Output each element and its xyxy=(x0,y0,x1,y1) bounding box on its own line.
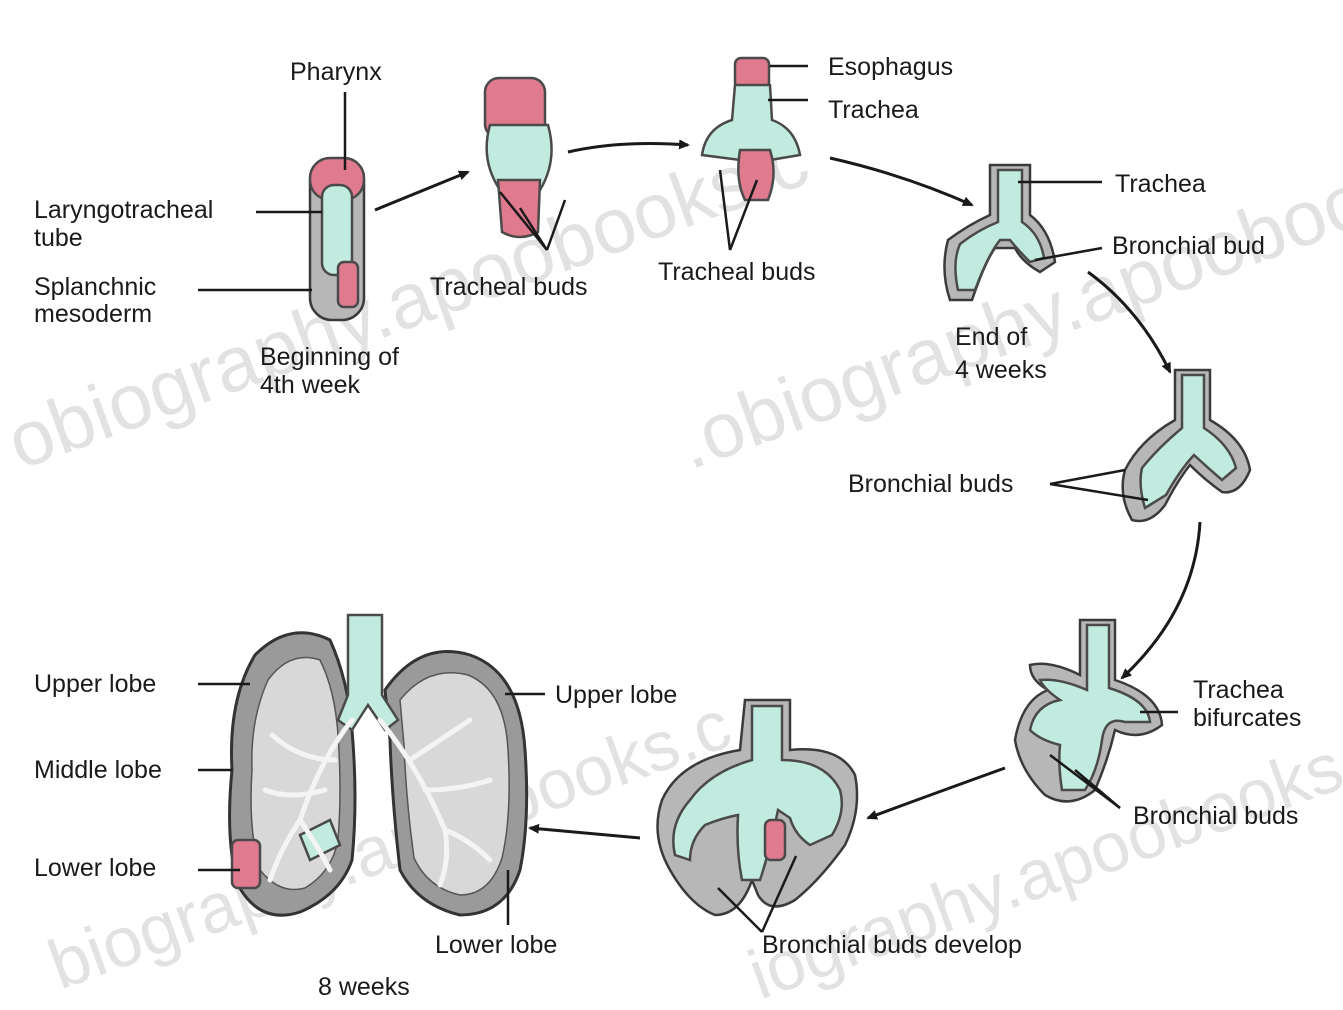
label-trachea-bifurcates: Trachea xyxy=(1193,676,1284,704)
label-splanchnic-mesoderm: mesoderm xyxy=(34,300,152,328)
stage-bronchial-buds xyxy=(1050,370,1250,521)
label-trachea: Trachea xyxy=(828,96,919,124)
label-beginning-4th-week: 4th week xyxy=(260,371,361,399)
arrow-stage5-to-6 xyxy=(1122,522,1200,678)
label-laryngotracheal-tube: Laryngotracheal xyxy=(34,196,213,224)
label-tracheal-buds: Tracheal buds xyxy=(430,273,588,301)
label-upper-lobe: Upper lobe xyxy=(555,681,677,709)
arrow-stage1-to-2 xyxy=(375,172,468,210)
label-lower-lobe: Lower lobe xyxy=(435,931,557,959)
stage-trachea-bifurcates xyxy=(1015,620,1178,808)
arrow-stage3-to-4 xyxy=(830,158,972,205)
label-laryngotracheal-tube: tube xyxy=(34,224,83,252)
label-splanchnic-mesoderm: Splanchnic xyxy=(34,273,156,301)
label-trachea: Trachea xyxy=(1115,170,1206,198)
stage-beginning-4th-week xyxy=(198,92,364,320)
label-bronchial-buds: Bronchial buds xyxy=(1133,802,1298,830)
label-end-of-4-weeks: End of xyxy=(955,323,1027,351)
label-pharynx: Pharynx xyxy=(290,58,382,86)
label-lower-lobe: Lower lobe xyxy=(34,854,156,882)
arrow-stage2-to-3 xyxy=(568,144,688,152)
label-8-weeks: 8 weeks xyxy=(318,973,410,1001)
arrow-stage7-to-8 xyxy=(530,828,640,838)
label-end-of-4-weeks: 4 weeks xyxy=(955,356,1047,384)
label-esophagus: Esophagus xyxy=(828,53,953,81)
label-beginning-4th-week: Beginning of xyxy=(260,343,399,371)
label-tracheal-buds: Tracheal buds xyxy=(658,258,816,286)
label-bronchial-buds: Bronchial buds xyxy=(848,470,1013,498)
label-bronchial-bud: Bronchial bud xyxy=(1112,232,1265,260)
label-upper-lobe: Upper lobe xyxy=(34,670,156,698)
arrow-stage6-to-7 xyxy=(868,768,1005,818)
label-middle-lobe: Middle lobe xyxy=(34,756,162,784)
label-trachea-bifurcates: bifurcates xyxy=(1193,704,1301,732)
label-bronchial-buds-develop: Bronchial buds develop xyxy=(762,931,1022,959)
